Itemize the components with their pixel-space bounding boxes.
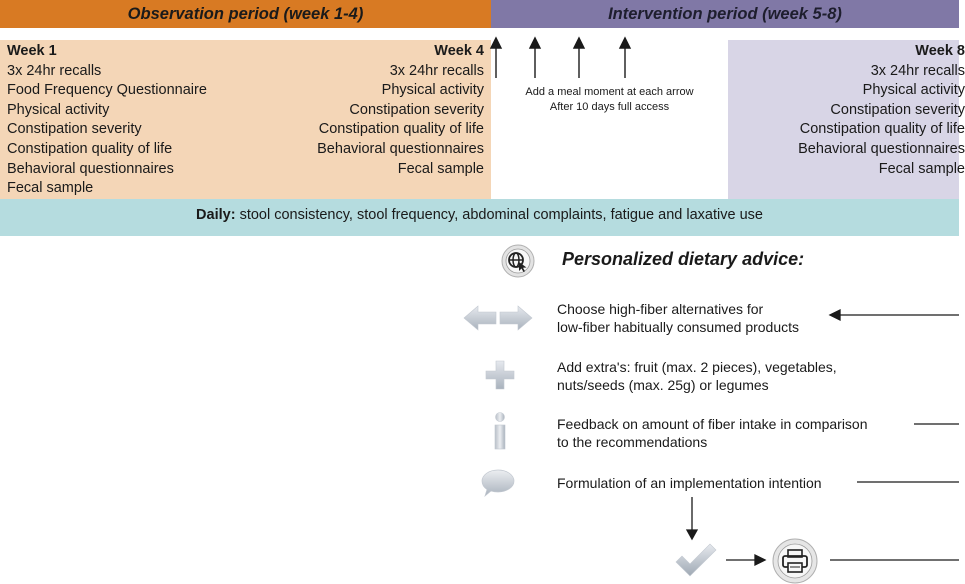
website-cursor-icon [501,244,535,278]
advice-item-4: Formulation of an implementation intenti… [557,474,822,492]
advice-item-3-line1: Feedback on amount of fiber intake in co… [557,416,868,432]
week1-item: Constipation quality of life [7,140,173,157]
advice-item-3: Feedback on amount of fiber intake in co… [557,415,868,451]
week4-title: Week 4 [434,43,484,59]
week4-item: Physical activity [381,82,484,99]
week4-item: Fecal sample [397,160,484,177]
advice-item-2: Add extra's: fruit (max. 2 pieces), vege… [557,358,837,394]
daily-text: stool consistency, stool frequency, abdo… [235,207,763,223]
week8-item: Constipation quality of life [799,121,965,138]
week1-item: Behavioral questionnaires [7,160,174,177]
week1-item: Fecal sample [7,180,94,197]
week8-item: Behavioral questionnaires [798,140,965,157]
up-arrow-icon [618,36,632,78]
advice-item-4-line1: Formulation of an implementation intenti… [557,475,822,491]
week4-item: 3x 24hr recalls [389,62,484,79]
meal-note-line2: After 10 days full access [549,101,670,113]
daily-label: Daily: [196,207,236,223]
meal-note-line1: Add a meal moment at each arrow [525,86,694,98]
advice-item-2-line1: Add extra's: fruit (max. 2 pieces), vege… [557,359,837,375]
week1-item: Food Frequency Questionnaire [7,82,207,99]
week4-panel: Week 4 3x 24hr recalls Physical activity… [250,40,491,199]
info-icon [492,412,508,450]
observation-period-header: Observation period (week 1-4) [0,0,491,28]
week1-item: Constipation severity [7,121,142,138]
week8-item: Physical activity [862,82,965,99]
week8-item: Fecal sample [878,160,965,177]
meal-moment-panel [491,40,728,199]
week1-title: Week 1 [7,43,57,59]
up-arrow-icon [489,36,503,78]
week1-item: Physical activity [7,101,110,118]
week8-panel: Week 8 3x 24hr recalls Physical activity… [728,40,965,199]
week8-item: 3x 24hr recalls [870,62,965,79]
speech-bubble-icon [480,468,516,498]
intervention-period-header: Intervention period (week 5-8) [491,0,959,28]
meal-arrows [489,36,632,78]
week1-panel: Week 1 3x 24hr recalls Food Frequency Qu… [0,40,250,199]
advice-title: Personalized dietary advice: [562,249,805,269]
week4-item: Behavioral questionnaires [317,140,484,157]
up-arrow-icon [572,36,586,78]
printer-icon [772,538,818,584]
daily-measures-bar: Daily: stool consistency, stool frequenc… [0,199,959,236]
plus-icon [485,360,515,390]
week8-item: Constipation severity [830,101,965,118]
checkmark-icon [674,542,718,578]
week1-item: 3x 24hr recalls [7,62,102,79]
up-arrow-icon [528,36,542,78]
advice-item-1: Choose high-fiber alternatives for low-f… [557,300,799,336]
advice-item-2-line2: nuts/seeds (max. 25g) or legumes [557,377,769,393]
week8-title: Week 8 [915,43,965,59]
week4-item: Constipation quality of life [318,121,484,138]
advice-item-3-line2: to the recommendations [557,434,708,450]
advice-item-1-line1: Choose high-fiber alternatives for [557,301,764,317]
week4-item: Constipation severity [349,101,484,118]
advice-item-1-line2: low-fiber habitually consumed products [557,319,800,335]
swap-arrows-icon [462,303,534,333]
